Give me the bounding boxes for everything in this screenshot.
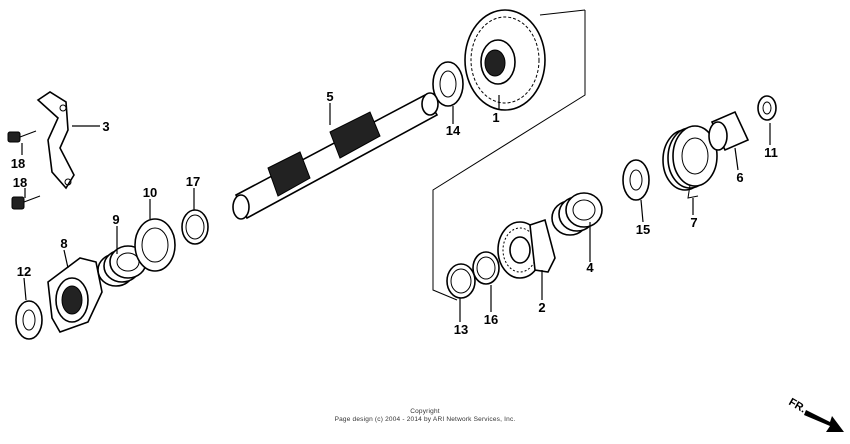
circlip-part[interactable] — [181, 209, 209, 245]
part-label-16: 16 — [484, 312, 498, 327]
part-labels: 1 2 3 4 5 6 7 8 9 10 11 12 13 14 15 16 1… — [11, 89, 778, 337]
part-label-3: 3 — [102, 119, 109, 134]
front-direction-arrow-icon: FR. — [787, 396, 844, 432]
part-label-13: 13 — [454, 322, 468, 337]
coil-spring-part[interactable] — [662, 125, 718, 199]
washer-small-part[interactable] — [757, 95, 777, 121]
pinion-gear-part[interactable] — [497, 218, 556, 279]
ring-13-part[interactable] — [446, 263, 476, 299]
part-label-14: 14 — [446, 123, 461, 138]
ratchet-part[interactable] — [47, 257, 103, 333]
part-label-11: 11 — [764, 145, 778, 160]
spring-right-part[interactable] — [551, 192, 603, 236]
washer-mid-part[interactable] — [134, 218, 176, 272]
part-label-15: 15 — [636, 222, 650, 237]
arm-bracket-part[interactable] — [36, 91, 75, 190]
part-label-17: 17 — [186, 174, 200, 189]
part-label-10: 10 — [143, 185, 157, 200]
part-label-9: 9 — [112, 212, 119, 227]
bolt-upper-part[interactable] — [7, 130, 37, 143]
collar-part[interactable] — [708, 110, 750, 152]
spring-left-part[interactable] — [97, 245, 147, 287]
part-label-4: 4 — [586, 260, 594, 275]
leader-lines — [21, 95, 771, 322]
part-label-1: 1 — [492, 110, 499, 125]
part-label-18-upper: 18 — [11, 156, 25, 171]
washer-part[interactable] — [432, 61, 464, 107]
shaft-part[interactable] — [232, 92, 439, 220]
ring-16-part[interactable] — [472, 251, 500, 285]
part-label-2: 2 — [538, 300, 545, 315]
washer-left-part[interactable] — [15, 300, 43, 340]
gear-part[interactable] — [464, 9, 546, 111]
part-label-7: 7 — [690, 215, 697, 230]
part-label-18-lower: 18 — [13, 175, 27, 190]
part-label-8: 8 — [60, 236, 67, 251]
assembly-bracket — [432, 9, 586, 301]
part-label-12: 12 — [17, 264, 31, 279]
part-label-6: 6 — [736, 170, 743, 185]
copyright-heading: Copyright — [410, 408, 440, 415]
part-label-5: 5 — [326, 89, 333, 104]
washer-right-part[interactable] — [622, 159, 650, 201]
bolt-lower-part[interactable] — [11, 195, 41, 210]
copyright-notice: Page design (c) 2004 - 2014 by ARI Netwo… — [334, 416, 516, 423]
front-direction-label: FR. — [787, 396, 808, 415]
